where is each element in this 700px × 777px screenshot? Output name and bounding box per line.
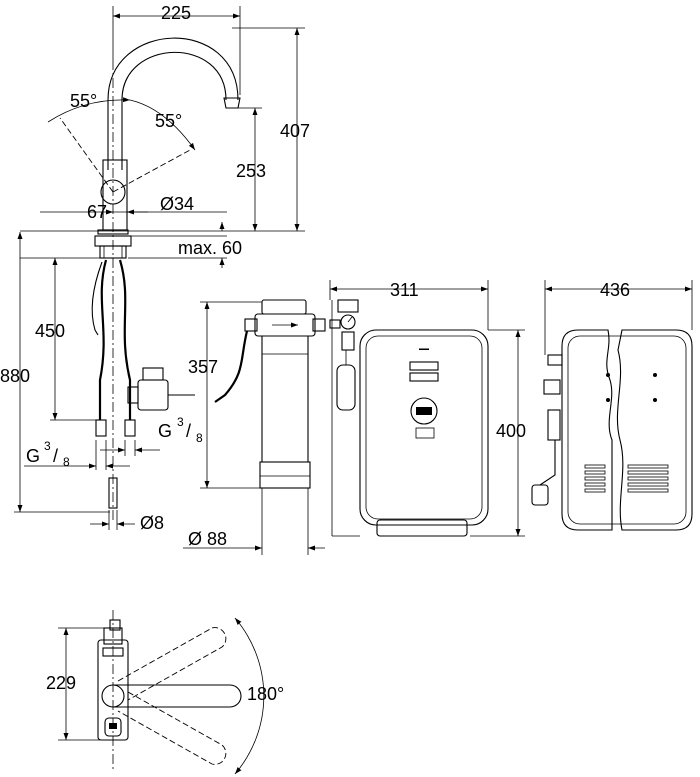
filter-head <box>254 313 316 337</box>
filter-base <box>259 461 311 489</box>
side-connector-1 <box>547 354 563 366</box>
dim-total-height: 407 <box>280 121 310 141</box>
top-view-dimensions: 229 180° <box>46 627 284 741</box>
boiler-icon <box>415 427 435 439</box>
boiler-side-right <box>616 329 693 531</box>
boiler-display-top <box>409 361 439 371</box>
filter-inlet <box>244 318 258 332</box>
boiler-side-left <box>561 329 613 531</box>
dim-filter-height: 357 <box>188 357 218 377</box>
dim-boiler-height: 400 <box>496 421 526 441</box>
power-plug <box>531 484 549 506</box>
boiler-front-dimensions: 311 400 <box>329 280 526 537</box>
dim-pipe-diameter: Ø8 <box>140 513 164 533</box>
dim-handle-offset: 67 <box>87 202 107 222</box>
thread-left-num: 3 <box>44 439 51 453</box>
filter-inlet-hose <box>214 330 249 403</box>
dim-swivel-angle: 180° <box>247 684 284 704</box>
mounting-nut <box>99 245 127 259</box>
thread-right-den: 8 <box>196 431 203 445</box>
base-ring <box>97 229 129 235</box>
boiler-gauge <box>340 314 356 330</box>
boiler-valve-body <box>341 331 355 351</box>
dim-top-view-depth: 229 <box>46 673 76 693</box>
dim-hose-length: 450 <box>35 321 65 341</box>
angle-arc-right <box>129 99 196 151</box>
filter-head-top <box>261 299 307 315</box>
valve-inlet <box>127 386 139 404</box>
side-connector-2 <box>543 379 561 395</box>
dim-spout-reach: 225 <box>161 3 191 23</box>
hose-right <box>118 259 132 420</box>
filter-unit <box>214 299 326 489</box>
boiler-valve-top <box>337 299 359 313</box>
filter-outlet <box>312 318 326 332</box>
spout-outer <box>107 37 239 170</box>
thread-left-den: 8 <box>63 455 70 469</box>
dim-angle-left: 55° <box>70 91 97 111</box>
thread-right-prefix: G <box>158 421 172 441</box>
dim-total-length: 880 <box>0 366 30 386</box>
thread-right-num: 3 <box>177 415 184 429</box>
valve-body <box>137 379 169 411</box>
dim-spout-height: 253 <box>236 161 266 181</box>
dim-boiler-width: 311 <box>390 280 419 300</box>
boiler-foot <box>376 519 468 537</box>
spout-inner <box>121 51 227 170</box>
boiler-body <box>359 329 489 526</box>
swivel-ghost-up <box>117 627 227 701</box>
faucet-side-view <box>47 37 241 520</box>
angle-line-right <box>112 149 191 193</box>
hose-connector-left <box>95 419 107 437</box>
boiler-side-dimensions: 436 <box>544 280 693 355</box>
filter-cartridge <box>261 336 309 463</box>
swivel-arc <box>234 617 265 775</box>
top-view-spout <box>113 684 242 708</box>
boiler-vents <box>584 464 669 493</box>
filter-dimensions: 357 Ø 88 <box>183 301 325 555</box>
power-cable <box>539 440 556 486</box>
boiler-side-view <box>531 329 693 531</box>
dim-max-counter: max. 60 <box>178 238 242 258</box>
angle-arc-left <box>47 97 131 123</box>
dim-angle-right: 55° <box>155 111 182 131</box>
valve-top <box>142 367 164 381</box>
boiler-display-bottom <box>409 372 439 382</box>
dim-base-diameter: Ø34 <box>160 194 194 214</box>
svg-text:▬▬: ▬▬ <box>419 346 429 352</box>
boiler-button <box>410 397 438 425</box>
hose-left <box>98 259 108 420</box>
cable <box>91 261 103 336</box>
co2-bottle <box>336 364 356 411</box>
angle-line-left <box>59 117 114 193</box>
top-view <box>97 610 265 775</box>
dim-filter-diameter: Ø 88 <box>188 529 227 549</box>
side-connector-3 <box>547 409 561 441</box>
dim-boiler-depth: 436 <box>600 280 630 300</box>
boiler-front-view: ▬▬ <box>329 299 489 537</box>
faucet-dimensions: 225 407 253 55° 55° 67 Ø34 max. 60 450 8… <box>0 3 310 533</box>
svg-text:/: / <box>186 421 191 441</box>
svg-text:/: / <box>53 446 58 466</box>
thread-left-prefix: G <box>26 446 40 466</box>
hose-connector-right <box>124 419 136 437</box>
pipe <box>108 477 118 509</box>
swivel-ghost-down <box>117 691 227 765</box>
